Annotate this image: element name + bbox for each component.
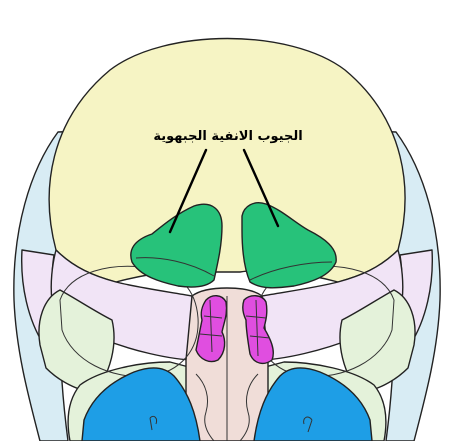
frontal-bone (49, 39, 405, 283)
frontal-sinus-label: الجيوب الانفية الجبهوية (153, 129, 302, 144)
